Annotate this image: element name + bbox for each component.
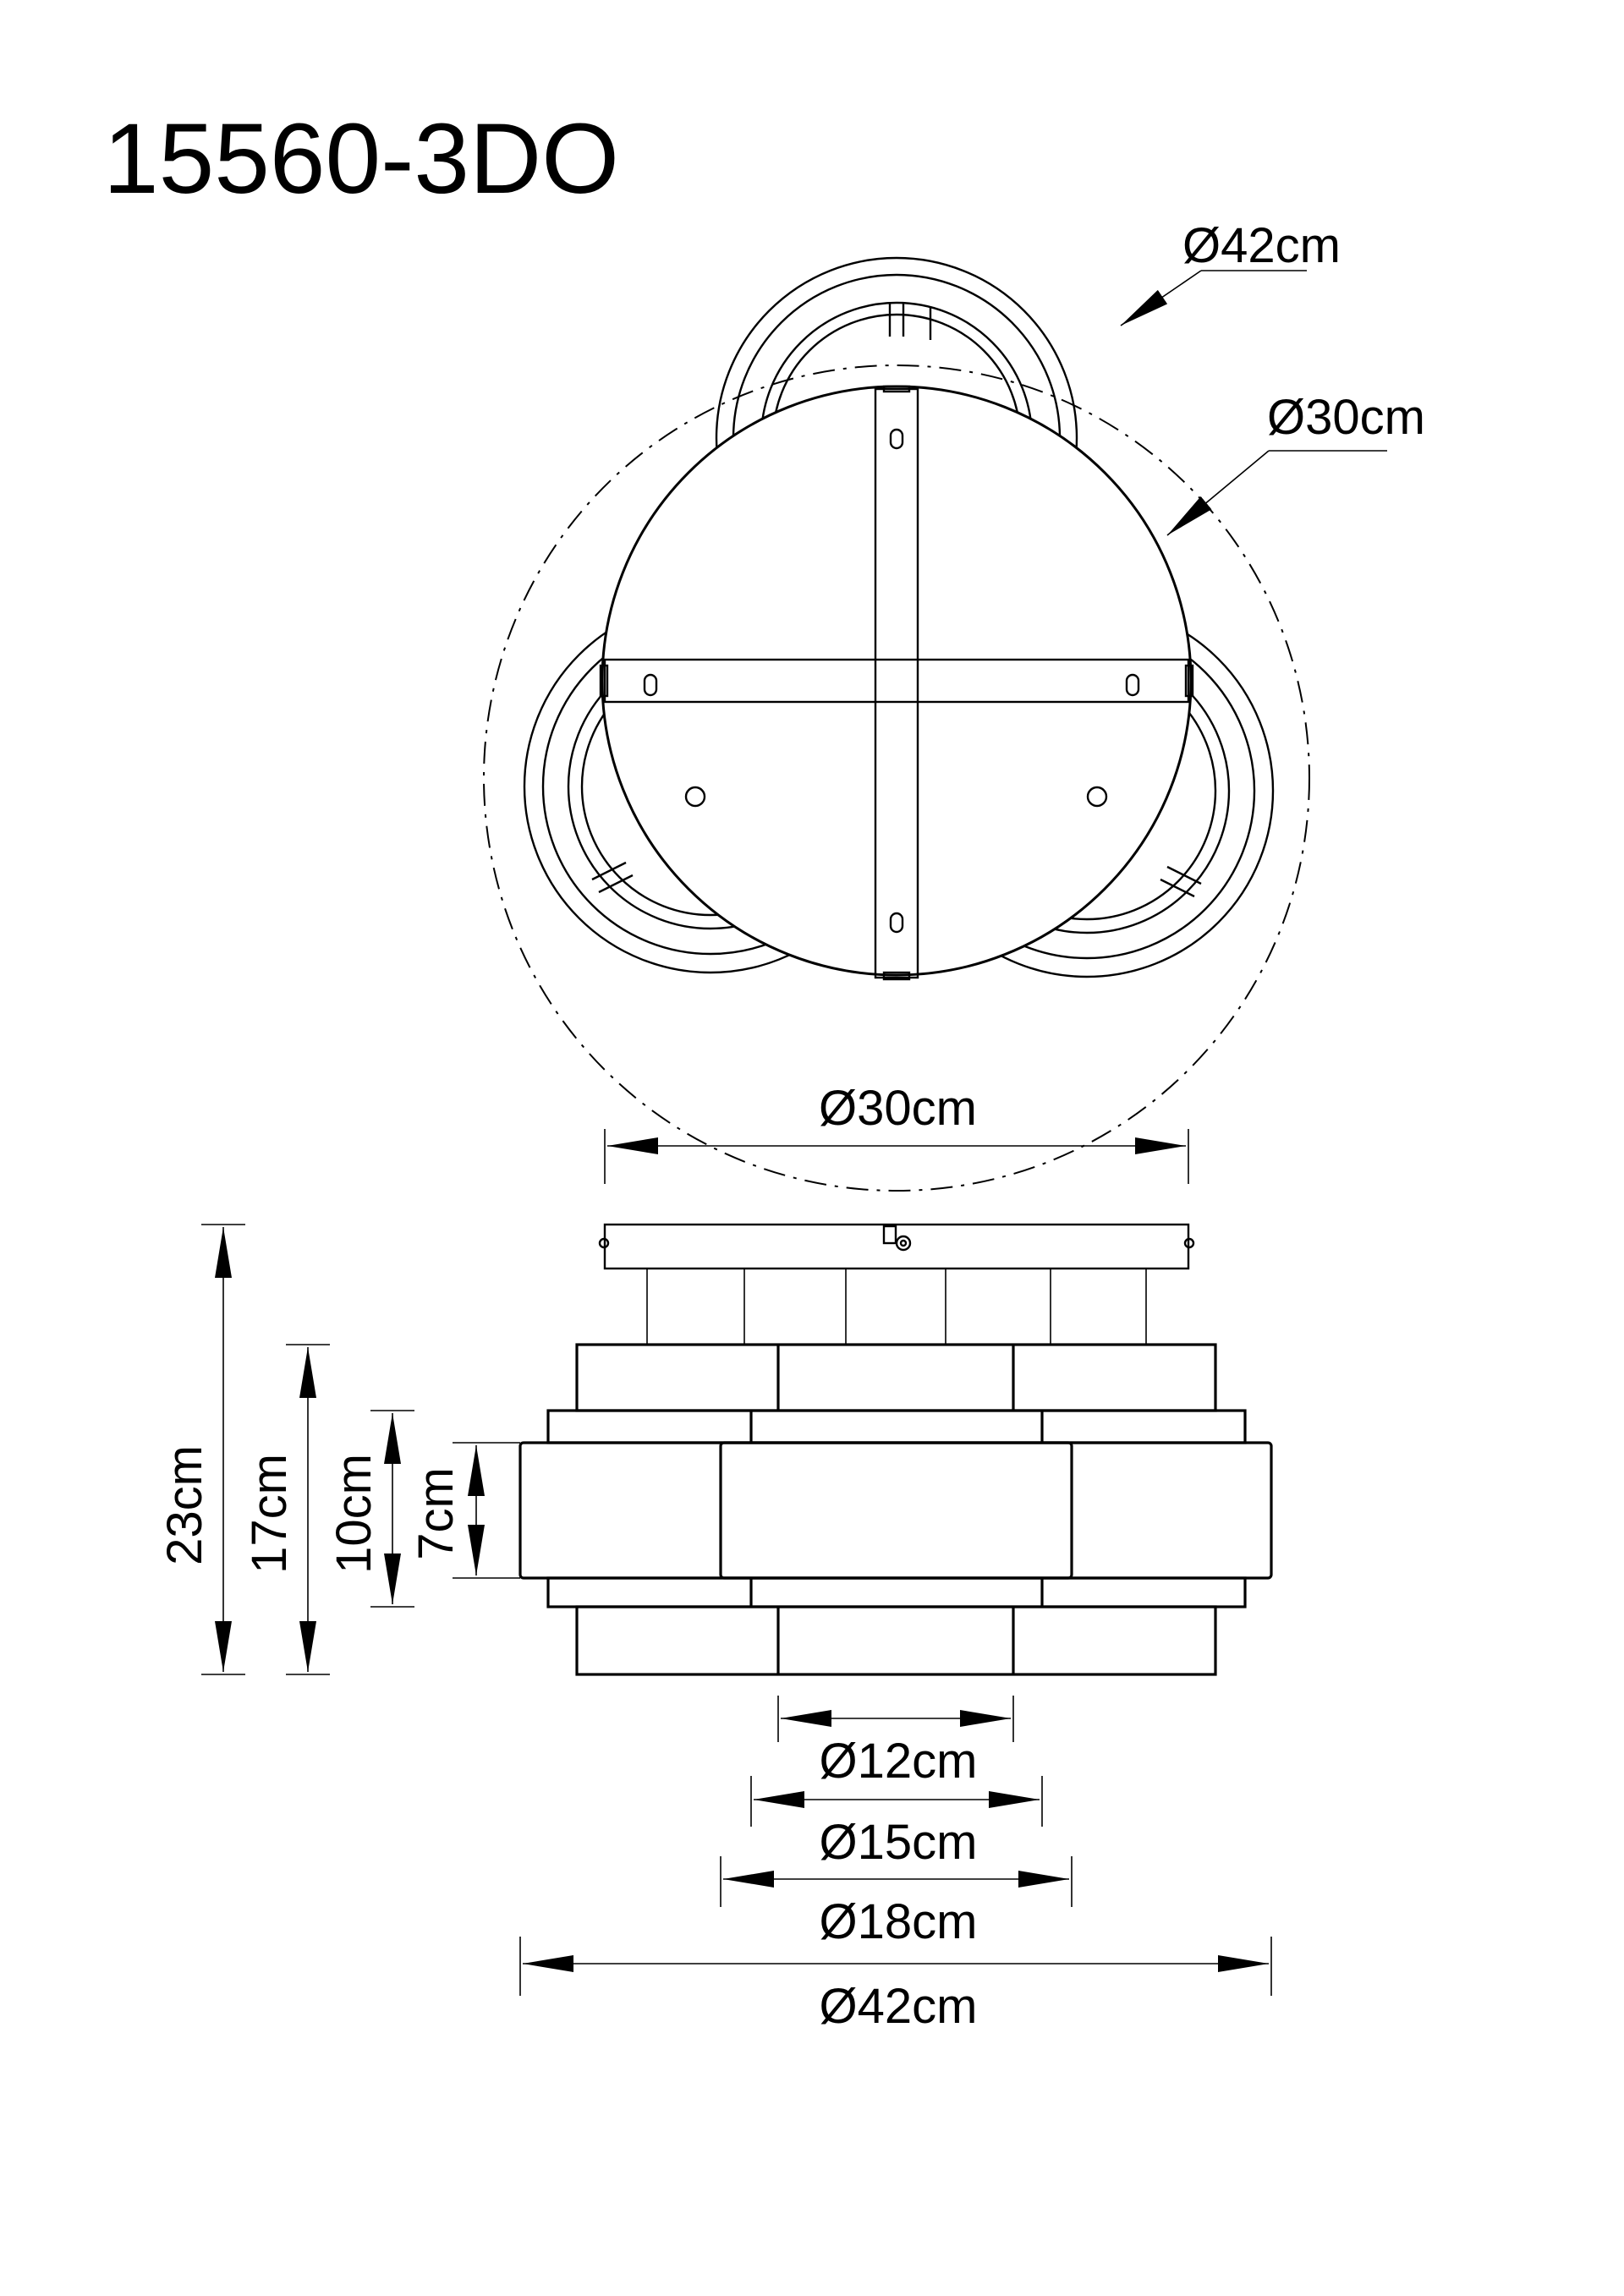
shade-body (518, 1343, 1273, 1676)
side-view: Ø30cm (157, 1081, 1273, 2034)
top-canopy-diameter-label: Ø30cm (1267, 390, 1425, 445)
height-inner-label: 7cm (409, 1467, 464, 1560)
mounting-slot (1125, 673, 1140, 697)
mounting-slot (643, 673, 658, 697)
screw-hole (1086, 786, 1108, 808)
top-outer-diameter-label: Ø42cm (1182, 218, 1341, 273)
outer-footprint-circle (483, 364, 1310, 1192)
canopy-screw (882, 1225, 897, 1245)
diameter-c-label: Ø18cm (820, 1894, 978, 1949)
height-dimensions: 23cm 17cm 10cm 7cm (157, 1224, 520, 1675)
support-rods (646, 1269, 1147, 1345)
height-mid-label: 10cm (326, 1454, 381, 1574)
diameter-total-label: Ø42cm (820, 1979, 978, 2034)
mounting-slot (889, 912, 904, 934)
mounting-slot (889, 428, 904, 450)
diameter-b-label: Ø15cm (820, 1815, 978, 1870)
height-shade-label: 17cm (242, 1454, 297, 1574)
mounting-bar-horizontal (603, 658, 1190, 704)
side-canopy-width-label: Ø30cm (819, 1081, 977, 1136)
canopy-disc (601, 385, 1193, 977)
screw-hole (684, 786, 706, 808)
diameter-a-label: Ø12cm (820, 1734, 978, 1789)
diameter-dimensions: Ø12cm Ø15cm Ø18cm Ø42cm (519, 1696, 1272, 2034)
mounting-bar-vertical (874, 387, 919, 979)
top-view: Ø42cm Ø30cm (483, 218, 1425, 1192)
model-number-title: 15560-3DO (103, 103, 619, 215)
height-total-label: 23cm (157, 1445, 212, 1565)
